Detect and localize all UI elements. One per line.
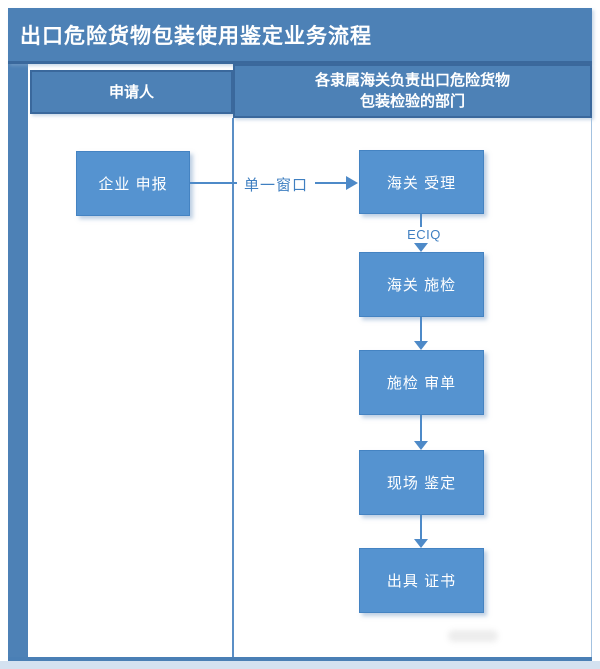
flow-step-enterprise-declaration: 企业 申报 [76, 151, 190, 216]
flow-step-customs-inspection: 海关 施检 [359, 252, 484, 317]
arrow-head-down-icon [414, 243, 428, 252]
arrow-line-eciq [420, 214, 422, 228]
right-border-line [591, 118, 592, 657]
arrow-label-eciq: ECIQ [398, 227, 450, 242]
left-accent-strip [8, 8, 28, 658]
arrow-head-right-icon [346, 176, 358, 190]
lane-header-customs-line1: 各隶属海关负责出口危险货物 [314, 72, 510, 89]
flow-step-issue-certificate: 出具 证书 [359, 548, 484, 613]
lane-header-customs-line2: 包装检验的部门 [359, 93, 465, 110]
flow-step-customs-acceptance: 海关 受理 [359, 150, 484, 214]
bottom-shadow-strip [0, 661, 600, 669]
faint-watermark [448, 630, 498, 642]
arrow-label-single-window: 单一窗口 [237, 174, 315, 195]
lane-header-customs: 各隶属海关负责出口危险货物 包装检验的部门 [233, 64, 592, 118]
lane-header-applicant-label: 申请人 [108, 83, 154, 101]
bottom-border-line [8, 657, 592, 661]
lane-divider-line [232, 118, 234, 657]
flow-step-document-review: 施检 审单 [359, 350, 484, 415]
arrow-head-down-icon [414, 341, 428, 350]
lane-header-applicant: 申请人 [30, 70, 233, 114]
arrow-line-2 [420, 317, 422, 341]
flow-step-onsite-appraisal: 现场 鉴定 [359, 450, 484, 515]
arrow-head-down-icon [414, 441, 428, 450]
title-band: 出口危险货物包装使用鉴定业务流程 [8, 8, 592, 64]
arrow-head-down-icon [414, 539, 428, 548]
page-title: 出口危险货物包装使用鉴定业务流程 [20, 24, 372, 48]
arrow-line-3 [420, 415, 422, 441]
arrow-line-4 [420, 515, 422, 539]
